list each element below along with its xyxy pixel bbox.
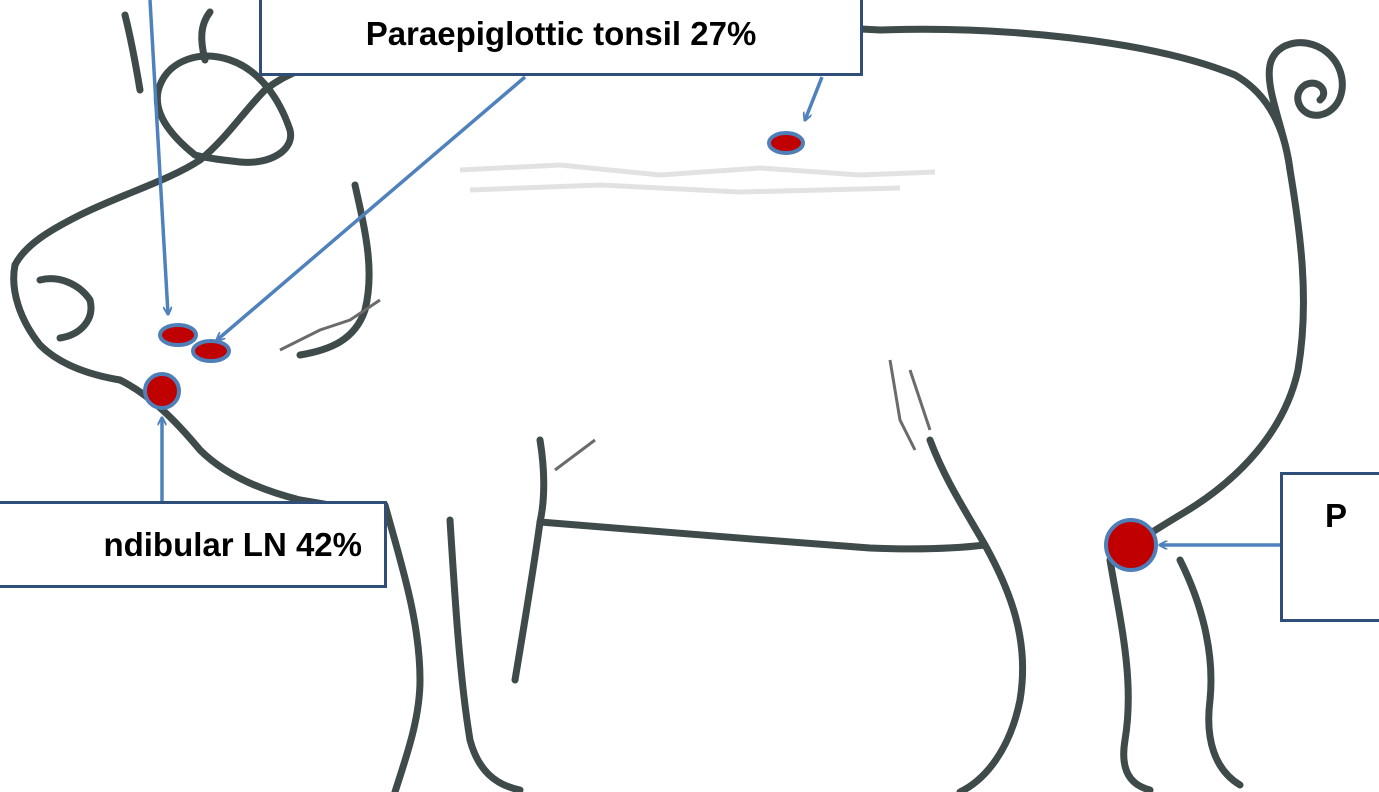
marker-back bbox=[769, 133, 803, 153]
callout-label: ndibular LN 42% bbox=[103, 526, 362, 564]
background-smudge bbox=[460, 165, 935, 192]
marker-hind-leg bbox=[1106, 520, 1156, 570]
callout-label: Paraepiglottic tonsil 27% bbox=[366, 15, 757, 53]
callout-mandibular-ln: ndibular LN 42% bbox=[0, 501, 387, 588]
sketch-shading bbox=[280, 300, 930, 470]
marker-mandibular-ln bbox=[145, 374, 179, 408]
marker-nasal bbox=[160, 325, 196, 345]
callout-right-partial: P bbox=[1280, 472, 1379, 622]
connector-arrows bbox=[150, 0, 1280, 545]
callout-label: P bbox=[1325, 497, 1347, 535]
pig-outline-icon bbox=[14, 12, 1343, 792]
marker-paraepiglottic-tonsil bbox=[193, 341, 229, 361]
callout-paraepiglottic-tonsil: Paraepiglottic tonsil 27% bbox=[259, 0, 863, 76]
